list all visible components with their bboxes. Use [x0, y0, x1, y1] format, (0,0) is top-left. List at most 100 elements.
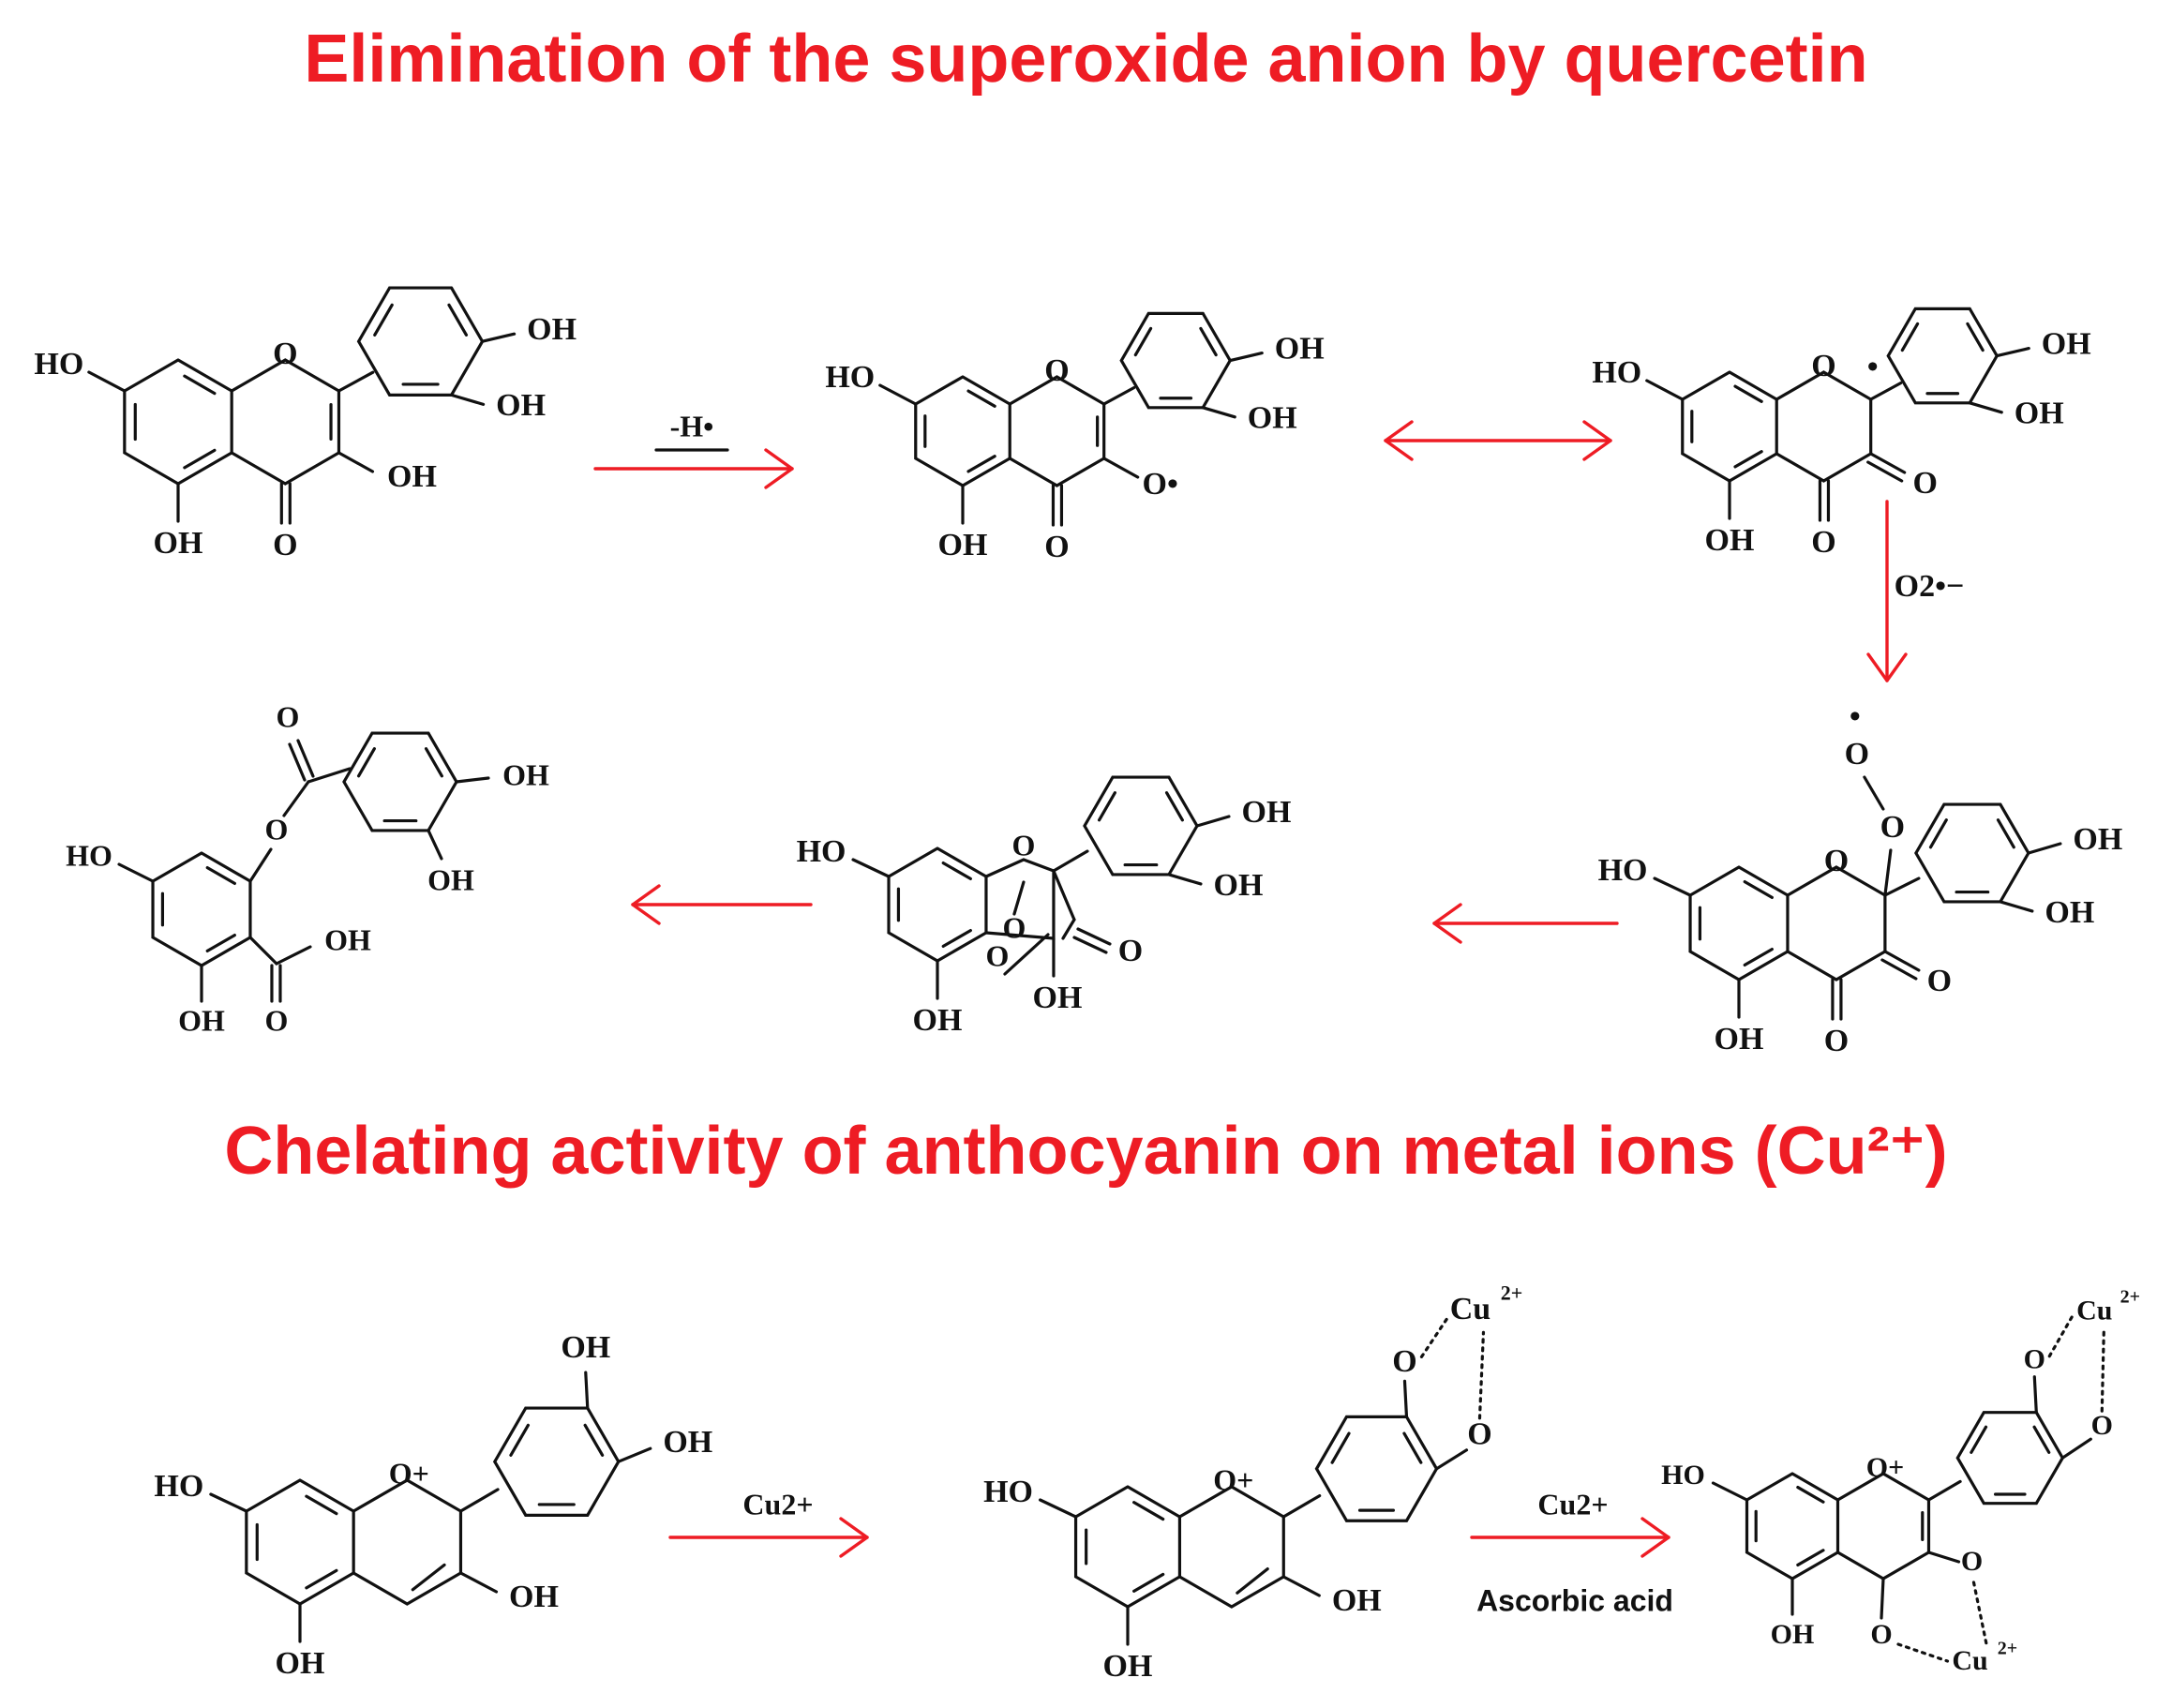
hydroxyl-label: HO — [983, 1475, 1033, 1509]
hydroxyl-label: OH — [913, 1003, 963, 1038]
phenolate-bond — [1402, 1379, 1409, 1418]
quercetin-ring-b-double-bond — [1966, 322, 1985, 352]
hydroxyl-bond — [1228, 352, 1264, 363]
anthocyanin-chelated-ring-a-double-bond — [1132, 1572, 1165, 1593]
anthocyanin-free-ring-a-double-bond — [305, 1568, 338, 1590]
peroxy-adduct-ring-b-double-bond — [1996, 818, 2015, 849]
hydroxyl-bond — [117, 862, 155, 883]
hydroxyl-label: OH — [502, 757, 549, 791]
peroxy-bond — [1863, 775, 1885, 811]
anthocyanin-ring-b-double-bond — [1330, 1431, 1351, 1464]
anthocyanin-free-ring-a-double-bond — [305, 1494, 338, 1516]
quercetin-keto-ring-c — [1775, 370, 1873, 483]
phenolate-oxygen-label: O — [1961, 1546, 1983, 1577]
hydroxyl-label: OH — [561, 1330, 610, 1365]
peroxide-bond — [1003, 933, 1050, 976]
peroxy-adduct-ring-a — [1688, 865, 1790, 981]
hydroxyl-label: OH — [938, 528, 988, 562]
depside-ring-b-double-bond — [424, 747, 443, 778]
endoperoxide-ring-a-double-bond — [941, 928, 972, 949]
quercetin-ring-b-double-bond — [373, 303, 394, 337]
peroxy-adduct-ring-b — [1914, 802, 2030, 904]
carbonyl-bond — [1869, 452, 1907, 474]
arrow-h-abstraction-head — [764, 448, 794, 489]
hydroxyl-bond — [1281, 1575, 1321, 1597]
hydroxyl-bond — [1167, 873, 1203, 886]
carbonyl-oxygen-label: O — [273, 528, 297, 562]
ring-oxygen-label: O — [1824, 844, 1849, 878]
biaryl-bond — [337, 370, 375, 393]
hydroxyl-label: OH — [2073, 822, 2122, 857]
anthocyanin-dichelate-ring-c — [1835, 1472, 1931, 1581]
copper-coordination-bond — [1419, 1315, 1450, 1358]
biaryl-bond — [1102, 386, 1136, 406]
biaryl-bond — [1926, 1479, 1962, 1502]
phenolate-oxygen-label: O — [1467, 1417, 1491, 1452]
carbonyl-oxygen-label: O — [1044, 530, 1069, 564]
anthocyanin-ring-b-double-bond — [583, 1423, 605, 1457]
copper-reagent-label: Cu2+ — [1537, 1487, 1608, 1521]
arrow-copper-chelation-head — [839, 1517, 869, 1558]
hydroxyl-bond — [2027, 842, 2062, 855]
phenolate-bond — [1434, 1448, 1469, 1471]
hydroxyl-bond — [617, 1446, 652, 1463]
copper-coordination-bond — [2047, 1315, 2074, 1358]
hydroxyl-label: OH — [1242, 795, 1292, 830]
ring-oxygen-label: O — [1044, 353, 1069, 388]
hydroxyl-label: HO — [797, 834, 846, 869]
quercetin-section-title: Elimination of the superoxide anion by q… — [304, 22, 1868, 97]
peroxy-bond — [1883, 848, 1893, 897]
hydroxyl-label: OH — [2042, 326, 2091, 361]
hydroxyl-label: HO — [825, 360, 875, 395]
hydroxyl-bond — [458, 1571, 499, 1594]
depside-ring-b — [342, 731, 458, 832]
hydroxyl-bond — [584, 1371, 590, 1410]
hydroxyl-label: HO — [34, 347, 83, 382]
hydroxyl-bond — [878, 383, 918, 406]
hydroxyl-label: OH — [1705, 523, 1755, 558]
hydroxyl-label: HO — [1661, 1460, 1705, 1491]
hydroxyl-label: HO — [1598, 853, 1648, 888]
depside-ring-a — [151, 851, 252, 967]
carbonyl-bond — [288, 742, 307, 782]
anthocyanin-dichelate-ring-b-double-bond — [2032, 1425, 2051, 1454]
anthocyanin-ring-b — [492, 1406, 621, 1517]
quercetin-radical-ring-a-double-bond — [966, 455, 996, 473]
peroxy-oxygen-label: O — [1880, 810, 1905, 845]
depside-ring-a-double-bond — [205, 933, 236, 953]
quercetin-ring-b — [1119, 311, 1233, 410]
anthocyanin-chelated-ring-c — [1177, 1485, 1285, 1609]
peroxide-oxygen-label: O — [1003, 910, 1026, 944]
peroxide-oxygen-label: O — [986, 938, 1010, 972]
biaryl-bond — [1281, 1493, 1322, 1519]
peroxy-adduct-ring-a-double-bond — [1743, 879, 1774, 900]
copper-reagent-label: Cu2+ — [742, 1487, 813, 1521]
endoperoxide-ring-b — [1083, 775, 1199, 876]
hydroxyl-bond — [851, 858, 891, 878]
phenolate-bond — [2060, 1437, 2092, 1460]
anthocyanin-ring-b-double-bond — [1402, 1431, 1423, 1464]
phenolate-oxygen-label: O — [2024, 1344, 2045, 1375]
ring-oxygen-label: O — [273, 337, 297, 371]
copper-coordination-bond — [1477, 1330, 1486, 1420]
depside-ring-a-double-bond — [205, 865, 236, 886]
peroxide-bond — [1012, 880, 1026, 916]
superoxide-label: O2•− — [1895, 569, 1965, 604]
arrow-superoxide-addition-head — [1866, 652, 1908, 682]
hydroxyl-label: OH — [427, 862, 474, 896]
copper-coordination-bond — [1896, 1642, 1950, 1663]
quercetin-ring-b-double-bond — [447, 303, 469, 337]
hydroxyl-label: OH — [1033, 981, 1083, 1015]
hydroxyl-bond — [1038, 1498, 1078, 1519]
phenolate-bond — [1880, 1577, 1885, 1620]
anthocyanin-chelated-c3c4-double-bond — [1236, 1566, 1269, 1595]
anthocyanin-free-ring-a — [245, 1478, 355, 1606]
quercetin-keto-ring-a-double-bond — [1733, 384, 1763, 403]
hydroxyl-bond — [1201, 406, 1236, 419]
anthocyanin-dichelate-ring-b-double-bond — [1970, 1425, 1988, 1454]
hydroxyl-label: OH — [1214, 868, 1264, 903]
hydroxyl-label: OH — [1715, 1022, 1764, 1056]
phenolate-oxygen-label: O — [1392, 1344, 1416, 1379]
